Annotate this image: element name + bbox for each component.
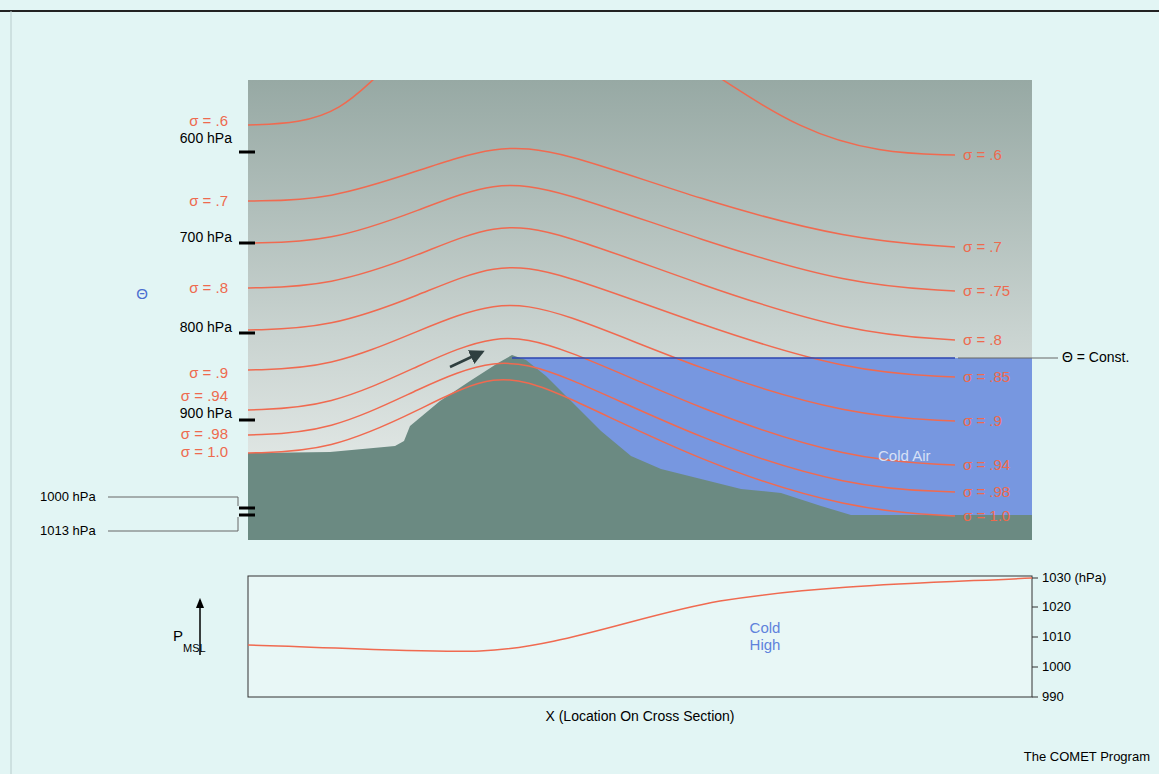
- pressure-label: 1000 hPa: [40, 490, 96, 504]
- sigma-label: σ = .94: [963, 457, 1010, 474]
- sigma-surface: [248, 80, 375, 125]
- axis-title: X (Location On Cross Section): [545, 709, 734, 724]
- sigma-surface: [248, 305, 955, 421]
- axis-label: 990: [1042, 690, 1064, 704]
- axis-label: 1030 (hPa): [1042, 571, 1106, 585]
- sigma-label: σ = 1.0: [963, 508, 1010, 525]
- sigma-label: σ = .98: [181, 426, 228, 443]
- leader-line: [108, 517, 238, 531]
- flow-arrow: [450, 352, 482, 367]
- region-label: Cold High: [745, 620, 785, 653]
- frame-line: [0, 10, 1159, 12]
- pressure-label: 600 hPa: [180, 131, 232, 146]
- sigma-label: σ = .7: [189, 193, 228, 210]
- sigma-label: σ = .8: [189, 280, 228, 297]
- sigma-label: σ = 1.0: [181, 444, 228, 461]
- sigma-surface: [248, 363, 955, 492]
- sigma-label: σ = .98: [963, 484, 1010, 501]
- leader-line: [108, 497, 238, 506]
- sigma-label: σ = .9: [963, 413, 1002, 430]
- region-label: Cold Air: [878, 448, 931, 465]
- sigma-label: σ = .75: [963, 283, 1010, 300]
- terrain: [248, 355, 1032, 540]
- leader-line: [958, 358, 1058, 359]
- axis-label: 1020: [1042, 600, 1071, 614]
- pressure-label: 800 hPa: [180, 320, 232, 335]
- sigma-surface: [248, 339, 955, 465]
- sigma-surface: [248, 228, 955, 340]
- sigma-label: σ = .94: [181, 388, 228, 405]
- axis-label: P: [173, 628, 183, 645]
- sigma-surface: [720, 80, 955, 155]
- theta-label: Θ: [136, 286, 148, 303]
- axis-label: MSL: [183, 642, 206, 654]
- atmosphere-panel: [248, 80, 1032, 540]
- pressure-label: 1013 hPa: [40, 524, 96, 538]
- pressure-ticks: [239, 152, 255, 515]
- sigma-surface: [248, 268, 955, 377]
- axis-label: 1010: [1042, 630, 1071, 644]
- sigma-label: σ = .7: [963, 239, 1002, 256]
- isentrope-line: [512, 357, 955, 359]
- axis-label: 1000: [1042, 660, 1071, 674]
- theta-label: Θ = Const.: [1062, 350, 1129, 365]
- sigma-label: σ = .85: [963, 369, 1010, 386]
- pressure-curve: [248, 578, 1032, 651]
- sigma-label: σ = .9: [189, 365, 228, 382]
- sigma-label: σ = .6: [963, 147, 1002, 164]
- pressure-label: 700 hPa: [180, 230, 232, 245]
- sigma-label: σ = .8: [963, 332, 1002, 349]
- frame-line: [11, 11, 12, 774]
- sigma-label: σ = .6: [189, 113, 228, 130]
- pressure-panel: [248, 576, 1032, 697]
- pressure-label: 900 hPa: [180, 406, 232, 421]
- sigma-surface: [248, 380, 955, 516]
- credit-label: The COMET Program: [1024, 750, 1150, 764]
- axis-ticks: [1032, 578, 1038, 697]
